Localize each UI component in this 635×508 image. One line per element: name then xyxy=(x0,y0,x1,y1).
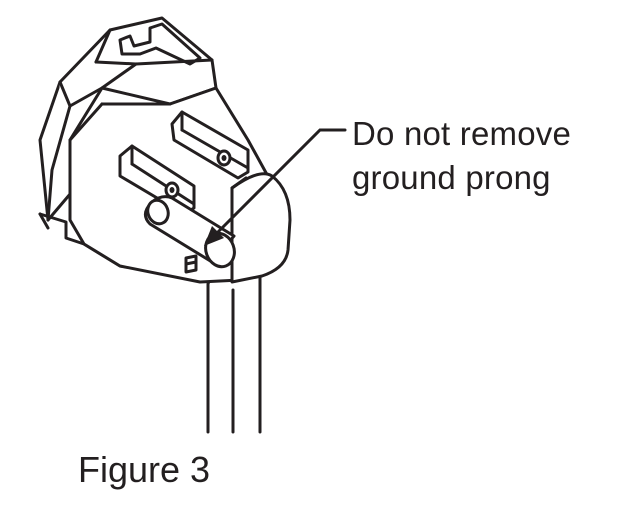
plug-elbow xyxy=(230,172,292,284)
warning-line-1: Do not remove xyxy=(352,115,572,152)
lower-blade xyxy=(118,144,196,216)
cord-exit-ribs xyxy=(184,254,198,274)
upper-blade xyxy=(170,110,250,180)
callout-arrowhead xyxy=(204,226,224,246)
power-cord xyxy=(206,274,262,434)
callout-leader xyxy=(216,128,347,234)
ground-prong-warning: Do not remove ground prong xyxy=(352,112,571,200)
figure-caption: Figure 3 xyxy=(78,449,211,490)
warning-line-2: ground prong xyxy=(352,159,551,196)
